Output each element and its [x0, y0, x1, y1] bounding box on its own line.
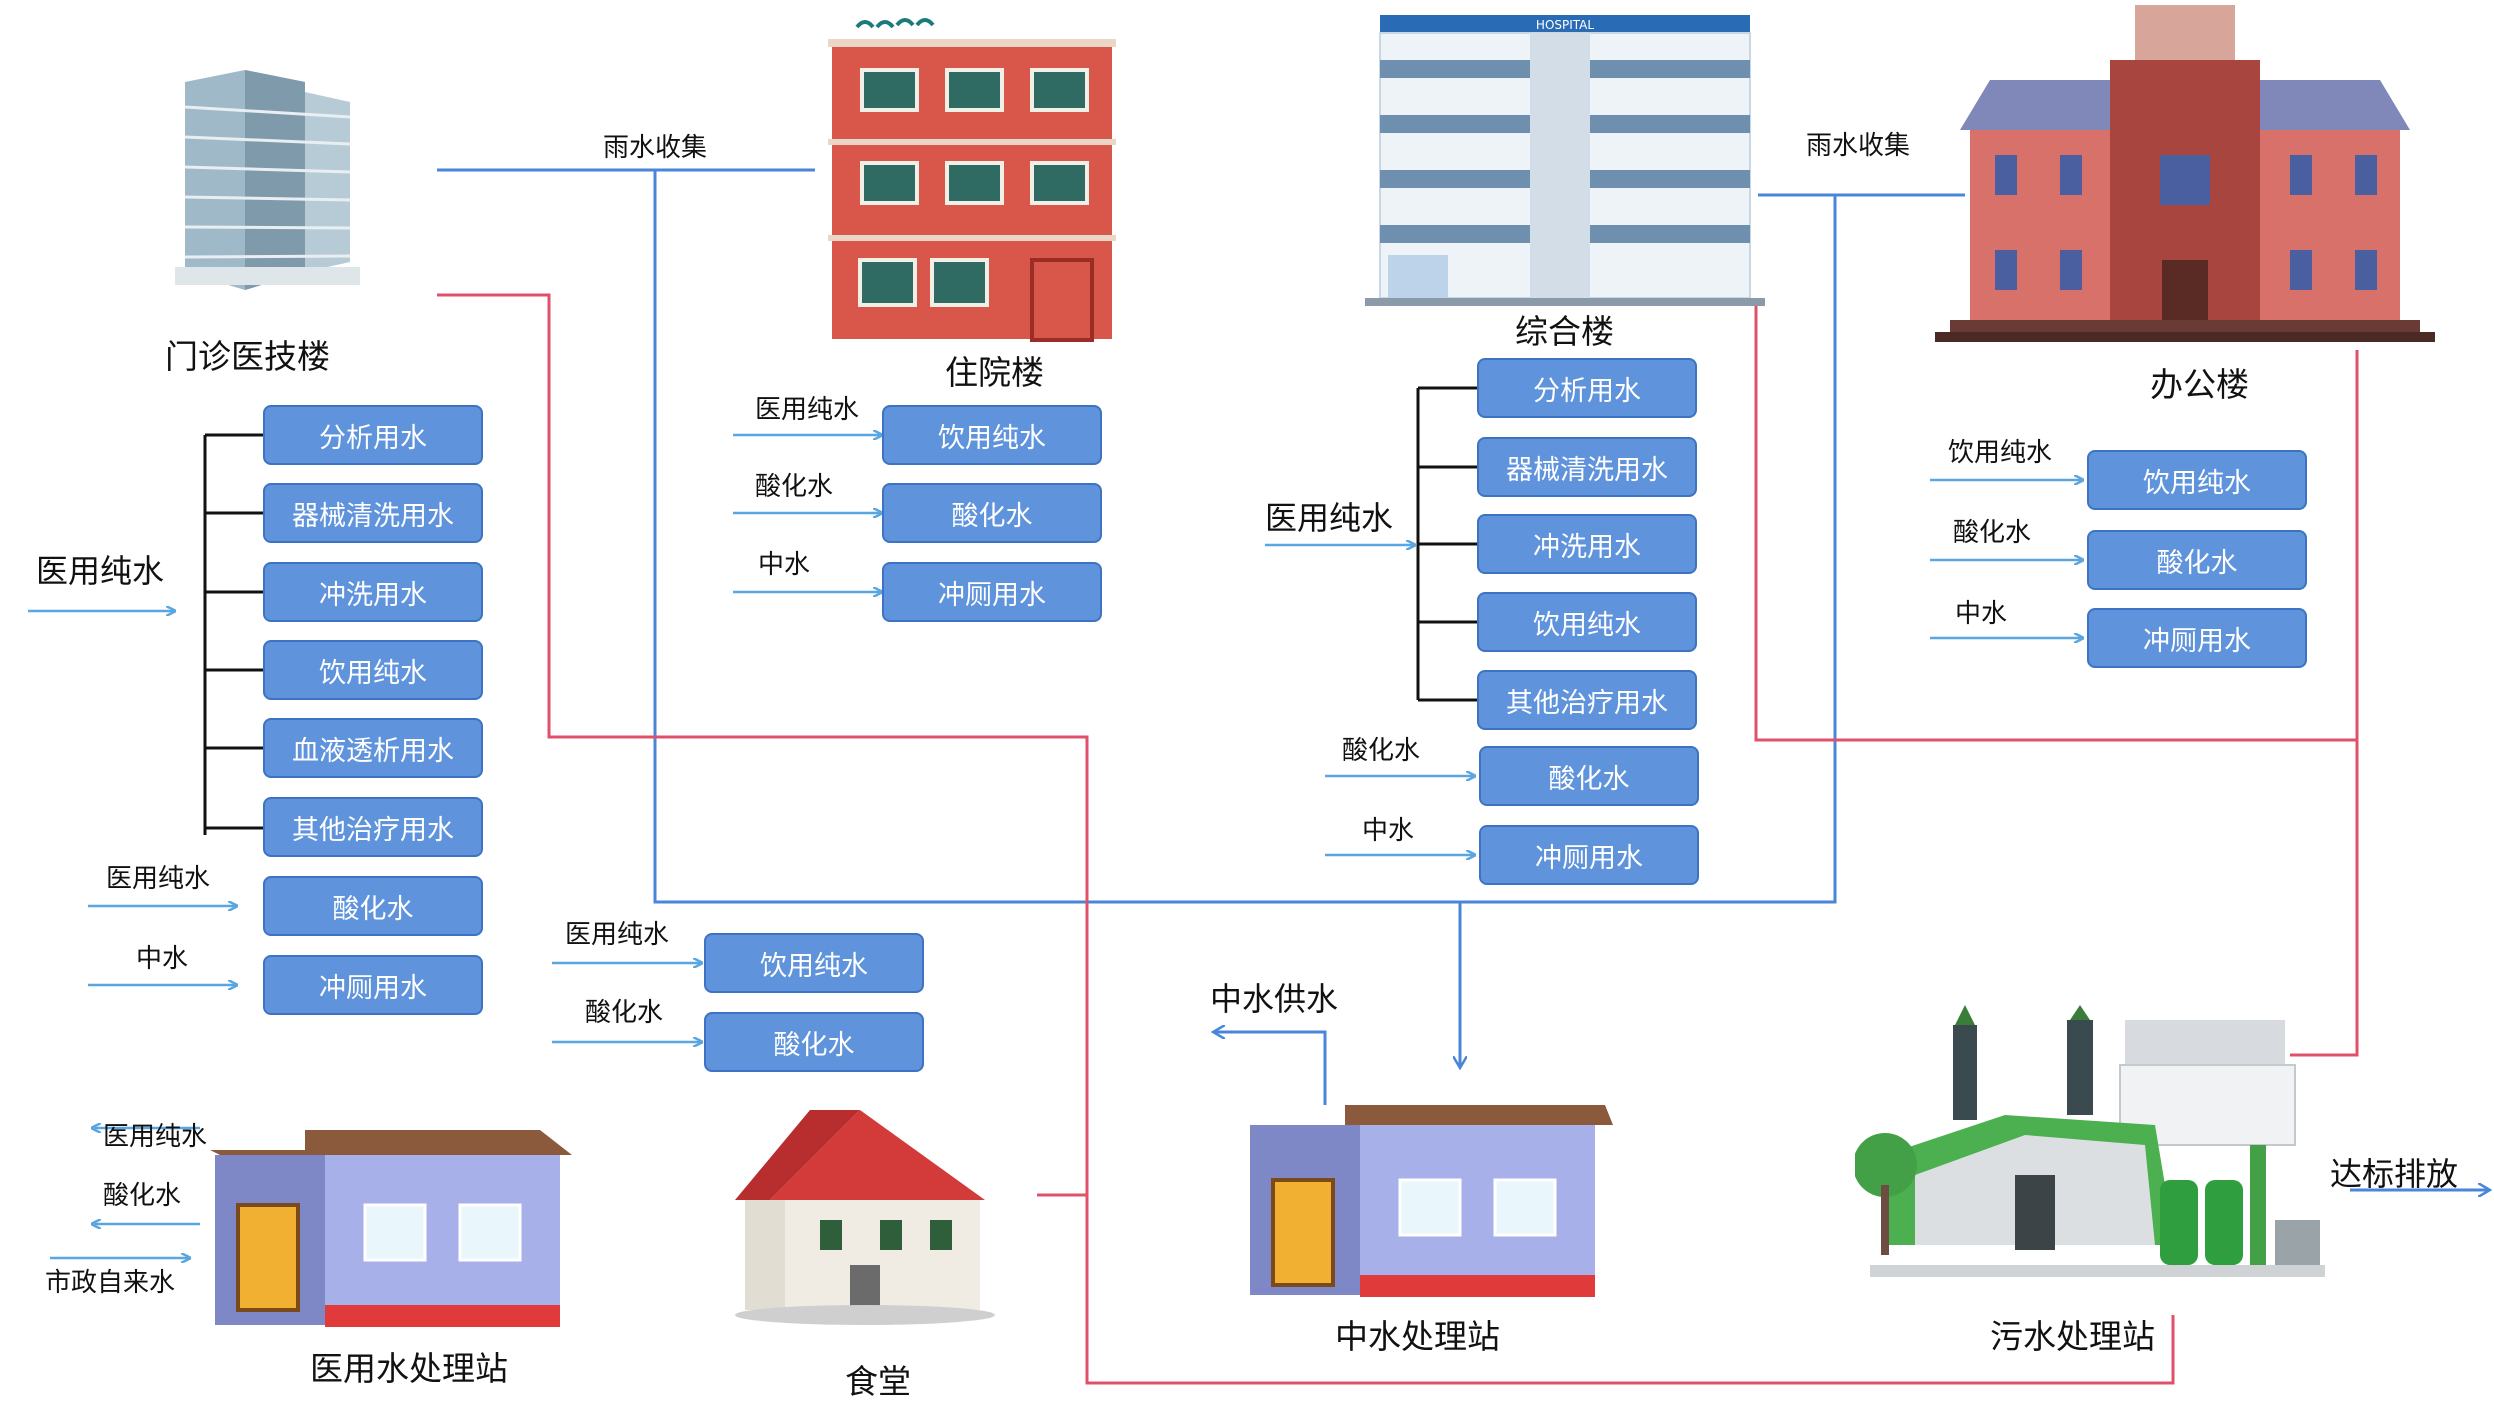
op-mid-label: 中水	[136, 944, 189, 974]
reclaimed-station-title: 中水处理站	[1335, 1317, 1500, 1356]
rain-collection-label-right: 雨水收集	[1806, 131, 1911, 161]
brackets	[203, 386, 1477, 835]
ip-pure-label: 医用纯水	[755, 395, 860, 425]
inpatient-building-icon	[828, 18, 1116, 342]
op-box-drinking: 饮用纯水	[263, 640, 483, 700]
general-building-icon: HOSPITAL	[1365, 15, 1765, 306]
sewage-station-title: 污水处理站	[1990, 1317, 2155, 1356]
gen-box-instrument-cleaning: 器械清洗用水	[1477, 437, 1697, 497]
station-pure-label: 医用纯水	[103, 1122, 208, 1152]
ip-acid-label: 酸化水	[755, 472, 834, 502]
gen-mid-label: 中水	[1362, 816, 1415, 846]
sewage-station-icon	[1855, 1005, 2325, 1277]
off-acid-label: 酸化水	[1953, 518, 2032, 548]
station-tap-label: 市政自来水	[45, 1268, 176, 1298]
op-box-instrument-cleaning: 器械清洗用水	[263, 483, 483, 543]
gen-box-rinse: 冲洗用水	[1477, 514, 1697, 574]
ip-box-toilet: 冲厕用水	[882, 562, 1102, 622]
sewage-lines	[437, 293, 2359, 1385]
op-box-rinse: 冲洗用水	[263, 562, 483, 622]
rain-collection-label-left: 雨水收集	[603, 133, 708, 163]
ip-mid-label: 中水	[758, 550, 811, 580]
outpatient-title: 门诊医技楼	[165, 337, 330, 376]
gen-box-acid: 酸化水	[1479, 746, 1699, 806]
gen-box-toilet: 冲厕用水	[1479, 825, 1699, 885]
gen-box-other-treatment: 其他治疗用水	[1477, 670, 1697, 730]
medical-water-station-title: 医用水处理站	[310, 1349, 508, 1388]
canteen-acid-label: 酸化水	[585, 998, 664, 1028]
rainwater-lines	[437, 168, 2490, 1190]
station-acid-label: 酸化水	[103, 1181, 182, 1211]
svg-text:HOSPITAL: HOSPITAL	[1536, 18, 1594, 32]
office-title: 办公楼	[2150, 365, 2249, 404]
op-pure-main-label: 医用纯水	[36, 552, 165, 590]
op-box-other-treatment: 其他治疗用水	[263, 797, 483, 857]
gen-box-drinking: 饮用纯水	[1477, 592, 1697, 652]
gen-box-analysis: 分析用水	[1477, 358, 1697, 418]
supply-arrows	[28, 435, 2083, 1258]
op-pure-label: 医用纯水	[106, 864, 211, 894]
canteen-title: 食堂	[845, 1362, 911, 1401]
inpatient-title: 住院楼	[945, 353, 1044, 392]
ip-box-acid: 酸化水	[882, 483, 1102, 543]
op-box-analysis: 分析用水	[263, 405, 483, 465]
reclaimed-station-icon	[1245, 1105, 1613, 1297]
off-mid-label: 中水	[1955, 599, 2008, 629]
gen-acid-label: 酸化水	[1342, 736, 1421, 766]
canteen-pure-label: 医用纯水	[565, 920, 670, 950]
canteen-box-acid: 酸化水	[704, 1012, 924, 1072]
medical-water-station-icon	[210, 1130, 572, 1327]
discharge-label: 达标排放	[2330, 1155, 2459, 1193]
off-box-toilet: 冲厕用水	[2087, 608, 2307, 668]
canteen-box-drinking: 饮用纯水	[704, 933, 924, 993]
off-drink-label: 饮用纯水	[1948, 438, 2053, 468]
canteen-building-icon	[735, 1110, 995, 1325]
gen-pure-main-label: 医用纯水	[1265, 499, 1394, 537]
op-box-acid: 酸化水	[263, 876, 483, 936]
off-box-acid: 酸化水	[2087, 530, 2307, 590]
general-title: 综合楼	[1515, 312, 1614, 351]
op-box-toilet: 冲厕用水	[263, 955, 483, 1015]
office-building-icon	[1935, 5, 2435, 342]
outpatient-building-icon	[175, 70, 360, 290]
op-box-dialysis: 血液透析用水	[263, 718, 483, 778]
reclaimed-supply-label: 中水供水	[1210, 980, 1339, 1018]
ip-box-drinking: 饮用纯水	[882, 405, 1102, 465]
off-box-drinking: 饮用纯水	[2087, 450, 2307, 510]
